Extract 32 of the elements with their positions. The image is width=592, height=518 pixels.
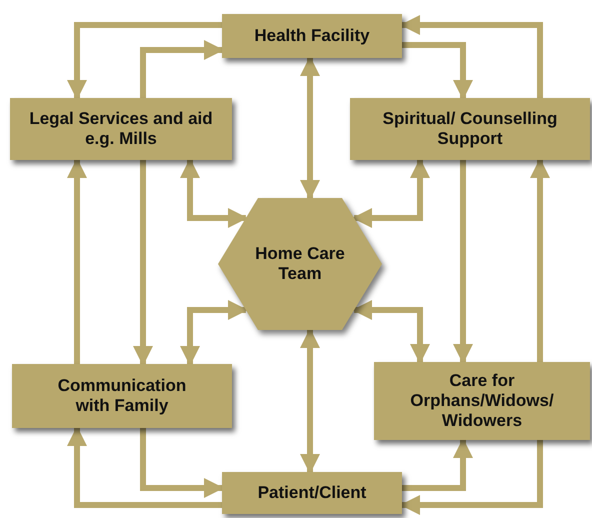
process-box bbox=[350, 98, 590, 160]
arrow bbox=[67, 22, 222, 100]
arrow bbox=[67, 426, 222, 508]
node-label: Care for Orphans/Widows/ Widowers bbox=[409, 371, 555, 431]
arrow bbox=[300, 328, 320, 474]
arrow bbox=[352, 158, 430, 228]
node-label: Legal Services and aid e.g. Mills bbox=[28, 109, 214, 149]
node-label: Communication with Family bbox=[56, 376, 188, 416]
arrow bbox=[400, 440, 543, 515]
hexagon bbox=[218, 198, 382, 330]
node-label: Patient/Client bbox=[258, 483, 366, 503]
arrow bbox=[180, 158, 248, 228]
node-label: Health Facility bbox=[254, 26, 370, 46]
arrow bbox=[453, 160, 473, 364]
process-box bbox=[374, 362, 590, 440]
node-label: Home Care Team bbox=[254, 244, 346, 284]
process-box bbox=[222, 14, 402, 58]
arrow bbox=[352, 300, 430, 364]
arrow bbox=[402, 438, 473, 491]
arrow bbox=[140, 40, 224, 98]
node-label: Spiritual/ Counselling Support bbox=[382, 109, 558, 149]
process-box bbox=[10, 98, 232, 160]
process-box bbox=[222, 472, 402, 514]
arrow bbox=[530, 158, 550, 362]
arrow bbox=[400, 15, 543, 98]
arrow bbox=[300, 56, 320, 200]
arrow bbox=[67, 158, 87, 364]
arrow bbox=[402, 42, 473, 100]
process-box bbox=[12, 364, 232, 428]
arrow bbox=[133, 160, 153, 366]
arrow bbox=[180, 300, 248, 366]
arrow bbox=[140, 428, 224, 498]
